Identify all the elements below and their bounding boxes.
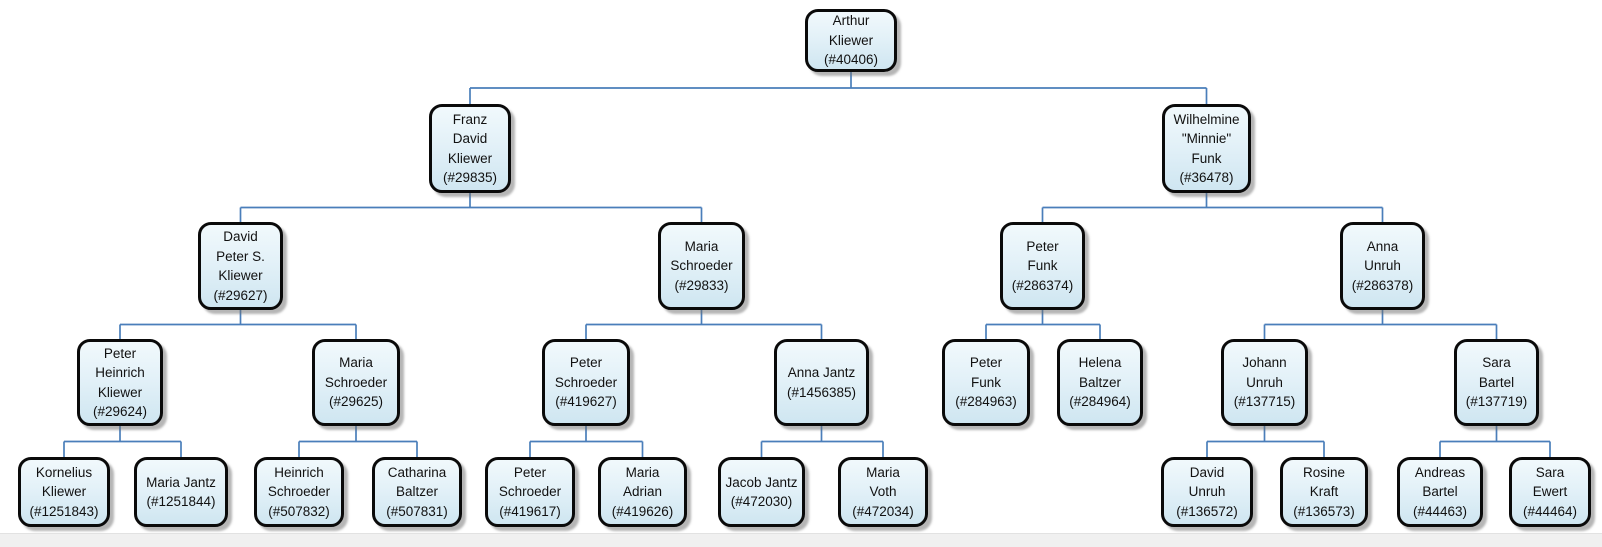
person-id: (#44464)	[1522, 503, 1578, 519]
person-name: Peter Heinrich Kliewer	[95, 345, 145, 400]
person-node-peter-funk-284963[interactable]: Peter Funk (#284963)	[942, 339, 1030, 426]
person-name: Maria Jantz	[146, 474, 216, 490]
person-name: Anna Jantz	[787, 365, 856, 380]
person-node-maria-schroeder-29833[interactable]: Maria Schroeder (#29833)	[658, 222, 745, 310]
person-node-helena-baltzer-284964[interactable]: Helena Baltzer (#284964)	[1057, 339, 1143, 426]
person-node-peter-funk-286374[interactable]: Peter Funk (#286374)	[1000, 222, 1085, 310]
person-node-david-unruh-136572[interactable]: David Unruh (#136572)	[1161, 457, 1253, 527]
person-id: (#29627)	[213, 287, 268, 303]
person-name: Maria Schroeder	[324, 355, 388, 390]
person-node-sara-bartel-137719[interactable]: Sara Bartel (#137719)	[1454, 339, 1539, 426]
person-id: (#284964)	[1069, 394, 1131, 410]
person-node-david-peter-s-kliewer[interactable]: David Peter S. Kliewer (#29627)	[198, 222, 283, 310]
person-node-kornelius-kliewer-1251843[interactable]: Kornelius Kliewer (#1251843)	[18, 457, 110, 527]
person-node-maria-schroeder-29625[interactable]: Maria Schroeder (#29625)	[312, 339, 400, 426]
person-node-jacob-jantz-472030[interactable]: Jacob Jantz (#472030)	[718, 457, 805, 527]
person-node-johann-unruh-137715[interactable]: Johann Unruh (#137715)	[1221, 339, 1308, 426]
person-node-sara-ewert-44464[interactable]: Sara Ewert (#44464)	[1509, 457, 1591, 527]
person-id: (#419626)	[611, 503, 674, 519]
person-node-maria-adrian-419626[interactable]: Maria Adrian (#419626)	[598, 457, 687, 527]
person-node-heinrich-schroeder-507832[interactable]: Heinrich Schroeder (#507832)	[254, 457, 344, 527]
person-name: David Unruh	[1188, 464, 1226, 500]
person-id: (#1251844)	[146, 494, 216, 509]
horizontal-scrollbar-track[interactable]	[0, 533, 1602, 547]
person-node-peter-heinrich-kliewer[interactable]: Peter Heinrich Kliewer (#29624)	[77, 339, 163, 426]
person-name: Sara Ewert	[1532, 464, 1568, 500]
person-id: (#1251843)	[29, 503, 99, 519]
person-name: Rosine Kraft	[1302, 464, 1346, 500]
person-node-anna-unruh-286378[interactable]: Anna Unruh (#286378)	[1340, 222, 1425, 310]
person-node-wilhelmine-minnie-funk[interactable]: Wilhelmine "Minnie" Funk (#36478)	[1162, 104, 1251, 193]
person-id: (#29625)	[328, 394, 384, 410]
person-name: Johann Unruh	[1242, 355, 1287, 390]
person-id: (#284963)	[955, 394, 1017, 410]
person-id: (#29624)	[92, 404, 148, 419]
person-name: Kornelius Kliewer	[35, 464, 93, 500]
person-name: Peter Schroeder	[498, 464, 562, 500]
person-id: (#419627)	[555, 394, 617, 410]
person-node-franz-david-kliewer[interactable]: Franz David Kliewer (#29835)	[429, 104, 511, 193]
person-node-anna-jantz-1456385[interactable]: Anna Jantz (#1456385)	[774, 339, 869, 426]
person-node-peter-schroeder-419627[interactable]: Peter Schroeder (#419627)	[542, 339, 630, 426]
person-id: (#419617)	[499, 503, 561, 519]
person-node-rosine-kraft-136573[interactable]: Rosine Kraft (#136573)	[1280, 457, 1368, 527]
person-name: Jacob Jantz	[725, 474, 798, 490]
person-id: (#472034)	[852, 503, 914, 519]
person-name: Heinrich Schroeder	[267, 464, 331, 500]
person-id: (#137715)	[1233, 394, 1296, 410]
person-name: Franz David Kliewer	[447, 111, 493, 166]
person-id: (#136573)	[1293, 503, 1355, 519]
person-id: (#137719)	[1465, 394, 1528, 410]
person-node-andreas-bartel-44463[interactable]: Andreas Bartel (#44463)	[1397, 457, 1483, 527]
person-name: Maria Voth	[866, 464, 900, 500]
person-name: Anna Unruh	[1364, 238, 1401, 274]
person-node-maria-jantz-1251844[interactable]: Maria Jantz (#1251844)	[134, 457, 228, 527]
person-name: Peter Funk	[1026, 238, 1059, 274]
person-name: Peter Funk	[969, 355, 1003, 390]
person-id: (#44463)	[1412, 503, 1468, 519]
person-name: Wilhelmine "Minnie" Funk	[1173, 111, 1240, 166]
person-name: Maria Schroeder	[670, 238, 733, 274]
person-id: (#1456385)	[786, 384, 857, 400]
person-node-peter-schroeder-419617[interactable]: Peter Schroeder (#419617)	[485, 457, 575, 527]
person-name: Helena Baltzer	[1078, 355, 1122, 390]
person-id: (#36478)	[1179, 170, 1234, 185]
person-node-maria-voth-472034[interactable]: Maria Voth (#472034)	[838, 457, 928, 527]
person-id: (#286378)	[1351, 277, 1414, 293]
person-node-arthur-kliewer[interactable]: Arthur Kliewer (#40406)	[805, 9, 897, 72]
person-name: Maria Adrian	[622, 464, 663, 500]
person-id: (#136572)	[1176, 503, 1238, 519]
person-name: David Peter S. Kliewer	[216, 229, 265, 283]
person-id: (#286374)	[1011, 277, 1074, 293]
person-id: (#40406)	[823, 52, 879, 68]
person-id: (#507831)	[386, 503, 448, 519]
person-id: (#29835)	[442, 170, 498, 185]
person-name: Catharina Baltzer	[387, 464, 447, 500]
person-id: (#472030)	[730, 494, 793, 509]
person-id: (#507832)	[268, 503, 330, 519]
person-name: Arthur Kliewer	[828, 13, 874, 48]
person-name: Sara Bartel	[1478, 355, 1515, 390]
person-name: Peter Schroeder	[554, 355, 618, 390]
person-node-catharina-baltzer-507831[interactable]: Catharina Baltzer (#507831)	[372, 457, 462, 527]
person-name: Andreas Bartel	[1414, 464, 1466, 500]
person-id: (#29833)	[674, 277, 729, 293]
